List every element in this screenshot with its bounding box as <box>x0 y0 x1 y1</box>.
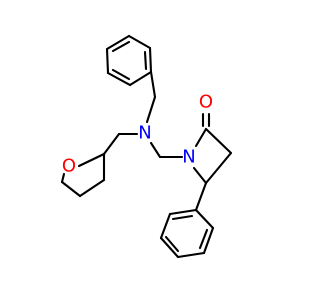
bond <box>159 212 172 240</box>
bond <box>164 235 180 253</box>
bond <box>204 151 233 185</box>
bond <box>60 172 66 184</box>
bond <box>159 236 180 259</box>
bond <box>198 228 209 250</box>
bond <box>204 127 233 155</box>
bond <box>194 208 215 230</box>
bond <box>111 40 131 53</box>
bonds <box>60 34 233 259</box>
bond <box>171 214 194 221</box>
structure-svg: N N O O <box>60 34 233 259</box>
bond <box>145 95 157 124</box>
bond <box>194 181 208 212</box>
bond <box>105 47 110 75</box>
ring-oxygen-label: O <box>62 156 76 177</box>
bond <box>78 178 106 198</box>
bond <box>128 70 153 87</box>
bond <box>192 166 208 185</box>
bond <box>127 34 152 50</box>
amine-nitrogen-label: N <box>138 123 151 144</box>
bond <box>149 141 162 159</box>
bond <box>148 46 153 74</box>
bond <box>149 70 157 99</box>
bond <box>102 132 121 156</box>
bond <box>105 34 131 51</box>
bond <box>77 152 106 168</box>
atom-labels: N N O O <box>62 92 213 177</box>
bond <box>168 208 198 216</box>
molecule-diagram: N N O O <box>60 34 233 259</box>
lactam-nitrogen-label: N <box>182 147 195 168</box>
bond <box>111 68 131 81</box>
bond <box>60 180 82 198</box>
carbonyl-oxygen-label: O <box>199 92 213 113</box>
bond <box>194 127 208 148</box>
bond <box>106 71 132 87</box>
bond <box>176 251 206 259</box>
bond <box>202 226 215 255</box>
bond <box>143 50 148 71</box>
